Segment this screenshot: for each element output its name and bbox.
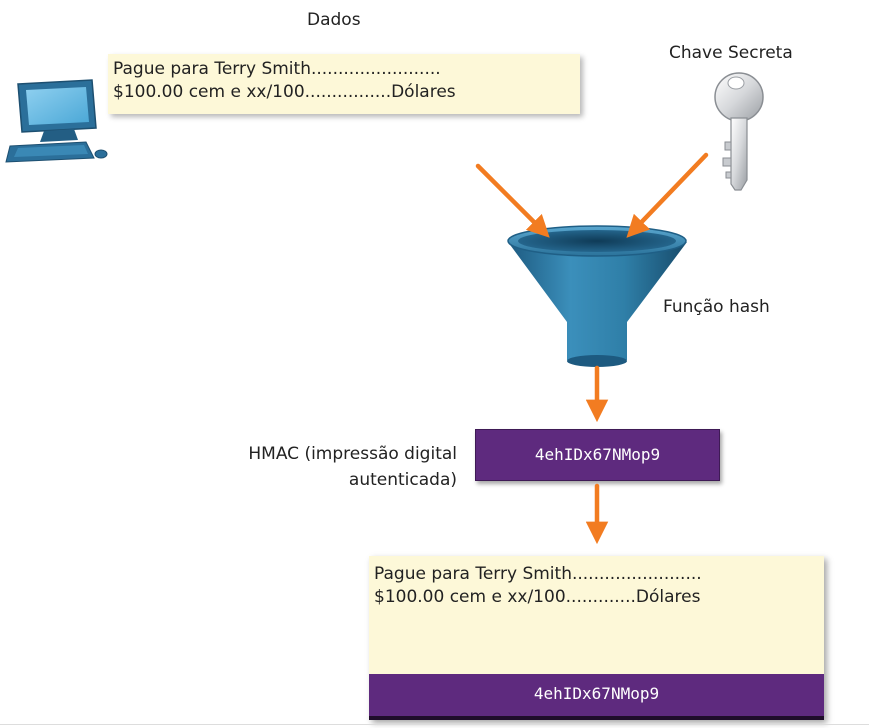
hmac-value: 4ehIDx67NMop9 <box>534 445 661 464</box>
input-message-line-2: $100.00 cem e xx/100................Dóla… <box>113 82 456 102</box>
hmac-label: HMAC (impressão digital autenticada) <box>200 443 457 491</box>
input-message-note: Pague para Terry Smith..................… <box>108 54 580 114</box>
bottom-divider <box>0 724 869 725</box>
funnel-icon <box>507 225 687 367</box>
output-message-line-1: Pague para Terry Smith..................… <box>374 564 702 584</box>
hmac-value-box: 4ehIDx67NMop9 <box>475 429 720 481</box>
arrow-data-to-hash <box>475 163 550 238</box>
computer-icon <box>5 79 108 163</box>
flow-arrows <box>475 152 709 545</box>
data-label: Dados <box>307 10 361 30</box>
hmac-label-line-2: autenticada) <box>348 470 457 490</box>
hmac-label-line-1: HMAC (impressão digital <box>248 444 457 464</box>
output-message-line-2: $100.00 cem e xx/100.............Dólares <box>374 587 701 607</box>
output-hmac-footer: 4ehIDx67NMop9 <box>369 674 824 720</box>
hash-function-label: Função hash <box>663 297 770 317</box>
output-message-note: Pague para Terry Smith..................… <box>369 556 824 720</box>
key-icon <box>714 72 764 191</box>
secret-key-label: Chave Secreta <box>669 43 793 63</box>
arrow-key-to-hash <box>626 152 709 238</box>
output-hmac-value: 4ehIDx67NMop9 <box>533 684 660 703</box>
input-message-line-1: Pague para Terry Smith..................… <box>113 59 441 79</box>
